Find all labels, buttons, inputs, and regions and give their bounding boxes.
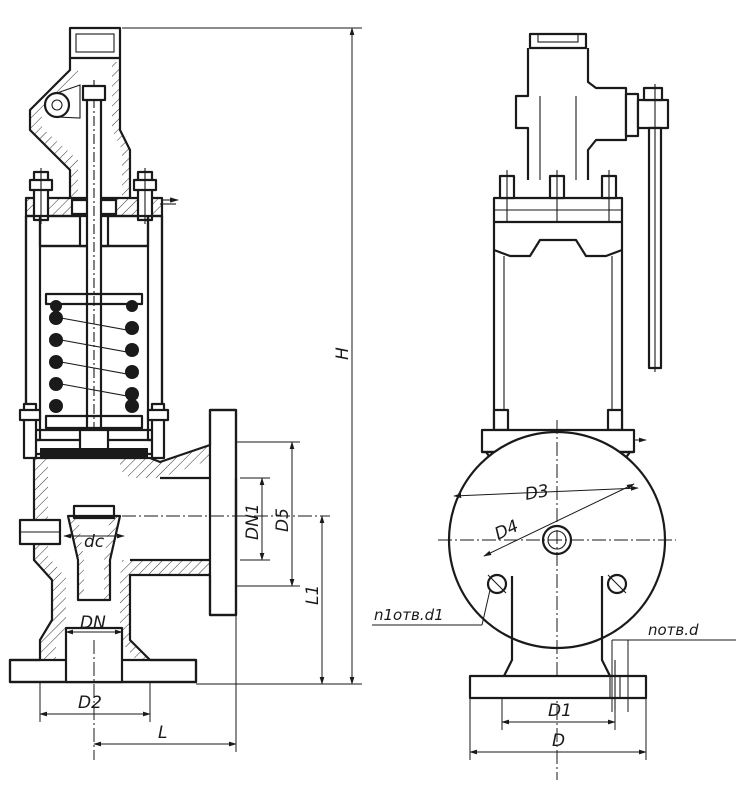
body-flange xyxy=(18,402,170,460)
front-cap xyxy=(514,32,628,180)
outlet-flange: D3 D4 xyxy=(438,420,676,780)
bonnet-bolt-right xyxy=(132,168,158,224)
gasket xyxy=(40,448,148,458)
label-d1: D1 xyxy=(548,701,572,721)
label-l1: L1 xyxy=(303,585,323,605)
dimension-d2: D2 xyxy=(39,682,151,722)
label-d5: D5 xyxy=(273,508,293,532)
label-dc: dc xyxy=(84,532,105,552)
dimension-d1: D1 xyxy=(501,698,616,730)
label-h: H xyxy=(333,347,353,360)
valve-cap xyxy=(28,26,132,200)
upper-spring-plate xyxy=(44,292,144,306)
front-bonnet-flange xyxy=(492,170,624,258)
label-d3: D3 xyxy=(523,481,550,505)
label-dn: DN xyxy=(80,613,106,633)
dimension-dn: DN xyxy=(65,613,123,635)
side-section-view: H DN1 D5 L1 dc DN xyxy=(8,26,362,760)
lever-pivot xyxy=(43,91,71,119)
body-bolt-right xyxy=(146,402,170,460)
label-d2: D2 xyxy=(78,693,102,713)
dimension-l: L xyxy=(93,615,237,752)
front-housing xyxy=(492,250,624,432)
front-inlet xyxy=(468,576,648,710)
front-view: D3 D4 n1отв.d1 nотв.d xyxy=(372,32,736,780)
label-n1-holes: n1отв.d1 xyxy=(374,606,444,624)
callout-n-holes: nотв.d xyxy=(611,621,736,712)
inlet-flange xyxy=(468,674,648,700)
lower-spring-plate xyxy=(44,414,144,430)
valve-body xyxy=(8,408,238,684)
label-dn1: DN1 xyxy=(243,503,263,540)
valve-seat-nozzle xyxy=(18,504,125,602)
dimension-dn1-d5: DN1 D5 xyxy=(236,441,300,587)
lever-arm xyxy=(624,84,670,372)
label-l: L xyxy=(158,723,167,743)
body-bolt-left xyxy=(18,402,42,460)
label-n-holes: nотв.d xyxy=(648,621,699,639)
dimension-d: D xyxy=(469,698,647,760)
dimension-l1: L1 xyxy=(100,515,330,685)
label-d: D xyxy=(552,731,565,751)
valve-spring xyxy=(49,300,139,413)
callout-n1-holes: n1отв.d1 xyxy=(372,589,491,626)
